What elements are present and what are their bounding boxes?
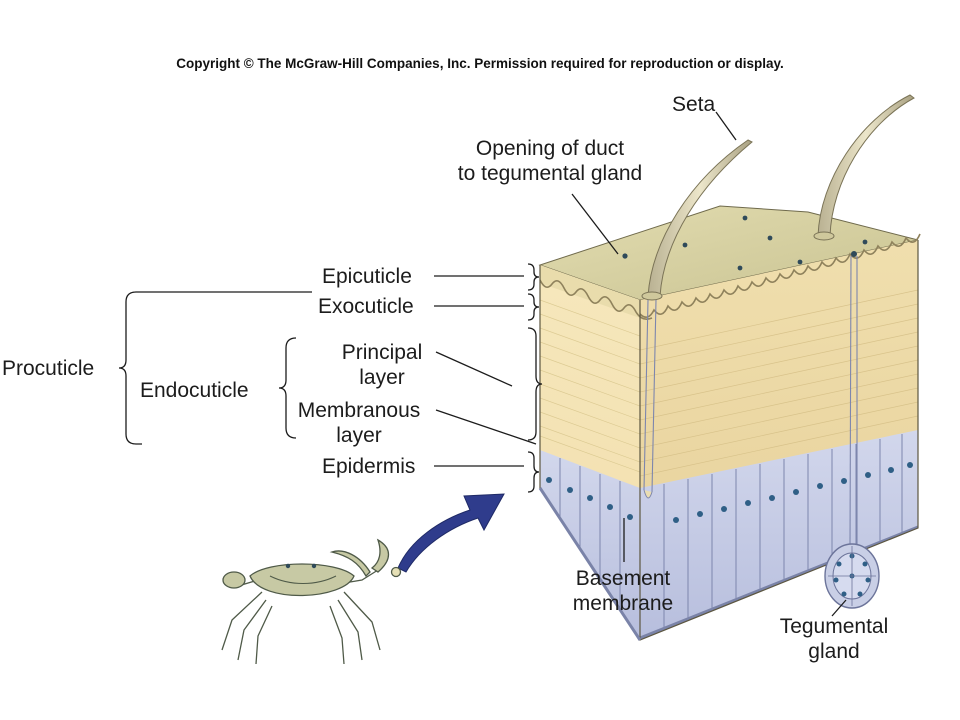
pointer-arrow [397, 493, 505, 573]
surface-pores [622, 215, 868, 271]
label-basement-membrane-line2: membrane [572, 592, 674, 615]
label-basement-membrane-line1: Basement [575, 567, 671, 590]
epidermal-cells-side [663, 434, 903, 630]
label-tegumental-gland: Tegumental gland [764, 614, 904, 664]
label-membranous-layer: Membranous layer [284, 398, 434, 448]
label-epicuticle: Epicuticle [322, 265, 412, 288]
seta-left-socket [641, 291, 663, 301]
label-principal-layer-line1: Principal [341, 341, 423, 364]
seta-left-hair [647, 139, 753, 297]
label-seta: Seta [672, 93, 716, 116]
seta-left-root [643, 299, 657, 493]
tegumental-duct [849, 255, 858, 549]
crab-illustration [221, 538, 402, 665]
label-epidermis: Epidermis [322, 455, 416, 478]
copyright-notice: Copyright © The McGraw-Hill Companies, I… [176, 56, 784, 71]
label-principal-layer: Principal layer [322, 340, 442, 390]
label-tegumental-gland-line1: Tegumental [779, 615, 889, 638]
label-opening-of-duct-line1: Opening of duct [475, 137, 625, 160]
label-procuticle: Procuticle [2, 357, 95, 380]
label-exocuticle: Exocuticle [318, 295, 414, 318]
epidermal-nuclei-front [546, 477, 633, 520]
exocuticle-wave-side [639, 233, 921, 318]
layer-brackets-right [527, 263, 543, 493]
tegumental-gland [824, 543, 880, 609]
layer-brackets-left [118, 291, 312, 445]
label-tegumental-gland-line2: gland [808, 640, 860, 663]
epidermal-nuclei-side [673, 462, 913, 523]
label-membranous-layer-line2: layer [336, 424, 382, 447]
label-opening-of-duct: Opening of duct to tegumental gland [430, 136, 670, 186]
seta-right-socket [813, 231, 835, 241]
exocuticle-wave-front [539, 279, 653, 320]
epidermal-cells-front [559, 458, 621, 610]
label-membranous-layer-line1: Membranous [297, 399, 421, 422]
leader-lines [434, 111, 847, 617]
label-endocuticle: Endocuticle [140, 379, 249, 402]
seta-right-hair [817, 94, 915, 237]
label-principal-layer-line2: layer [359, 366, 405, 389]
label-basement-membrane: Basement membrane [556, 566, 690, 616]
label-opening-of-duct-line2: to tegumental gland [457, 162, 643, 185]
